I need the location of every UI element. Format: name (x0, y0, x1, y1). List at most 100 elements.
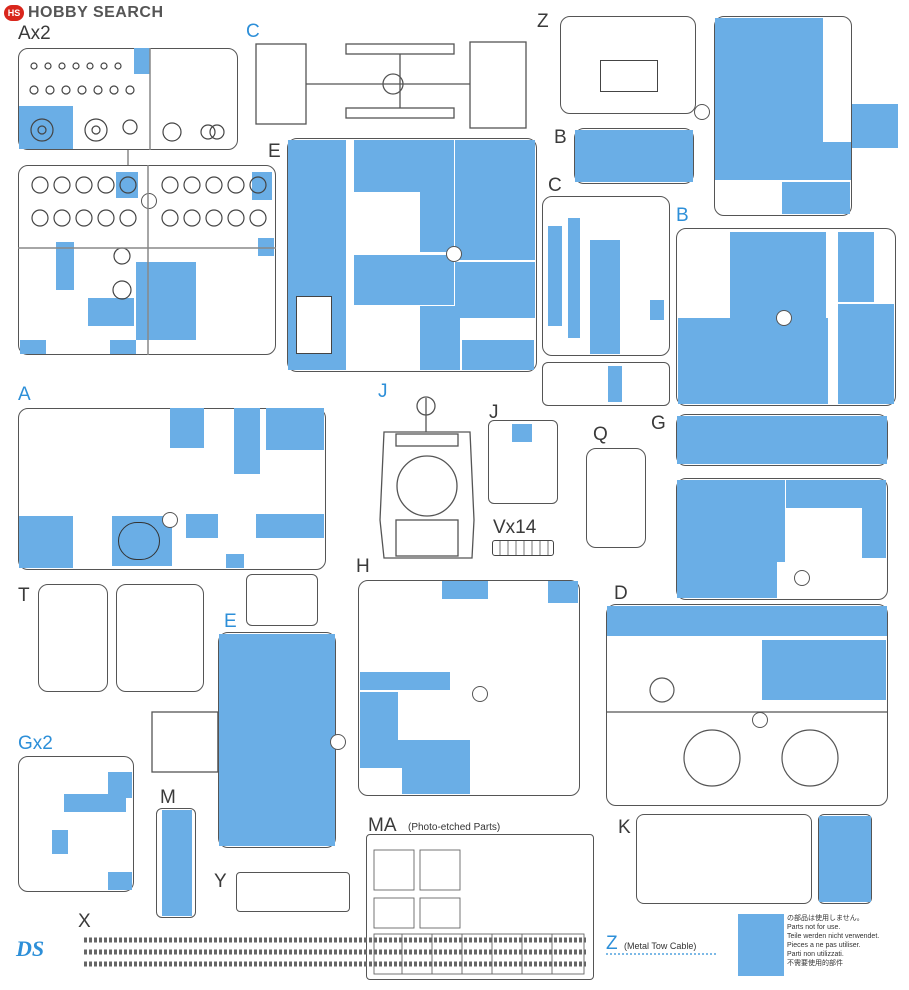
label-h: H (356, 556, 370, 577)
label-b-small: B (554, 127, 567, 148)
unused-area (52, 830, 68, 854)
unused-area (219, 634, 335, 846)
part-outline (296, 296, 332, 354)
label-z-top: Z (537, 11, 549, 32)
unused-area (420, 192, 454, 252)
legend-line: Parts not for use. (787, 924, 841, 931)
unused-area (354, 140, 454, 192)
sprue-gate (472, 686, 488, 702)
label-d: D (614, 583, 628, 604)
sprue-y (236, 872, 350, 912)
unused-area (455, 262, 535, 318)
label-c-top: C (246, 21, 260, 42)
sprue-gate (794, 570, 810, 586)
unused-area (360, 672, 450, 690)
label-g: G (651, 413, 666, 434)
sprue-k (636, 814, 812, 904)
label-z-cable: Z (606, 933, 618, 954)
unused-area (677, 480, 785, 562)
unused-area (402, 768, 470, 794)
label-q: Q (593, 424, 608, 445)
unused-area (548, 226, 562, 326)
sprue-gate (330, 734, 346, 750)
sprue-q (586, 448, 646, 548)
unused-area (455, 140, 535, 260)
unused-area (650, 300, 664, 320)
sprue-gate (446, 246, 462, 262)
unused-area (234, 408, 260, 474)
unused-area (56, 242, 74, 290)
unused-area (762, 640, 886, 700)
label-x: X (78, 911, 91, 932)
unused-area (360, 692, 398, 740)
unused-area (462, 340, 534, 370)
unused-area (108, 872, 132, 890)
unused-area (838, 304, 894, 404)
unused-area (575, 130, 693, 182)
part-outline (492, 540, 554, 556)
unused-area (568, 218, 580, 338)
legend-line: Teile werden nicht verwendet. (787, 933, 880, 940)
unused-area (512, 424, 532, 442)
label-ma-sub: (Photo-etched Parts) (408, 822, 501, 833)
unused-area (266, 408, 324, 450)
unused-area (607, 606, 887, 636)
unused-area (20, 340, 46, 354)
sprue-gate (776, 310, 792, 326)
legend-line: Parti non utilizzati. (787, 951, 844, 958)
unused-area (354, 255, 454, 305)
label-j-big: J (378, 381, 388, 402)
unused-area (608, 366, 622, 402)
sprue-gate (694, 104, 710, 120)
sprue-t-right (116, 584, 204, 692)
label-c-mid: C (548, 175, 562, 196)
unused-area (442, 581, 488, 599)
label-ax2: Ax2 (18, 23, 51, 44)
hs-badge-icon: HS (4, 5, 24, 21)
label-e-top: E (268, 141, 281, 162)
unused-area (258, 238, 274, 256)
unused-area (64, 794, 126, 812)
unused-area (136, 262, 196, 340)
unused-area (226, 554, 244, 568)
sprue-gate (162, 512, 178, 528)
sprue-d (606, 604, 888, 806)
unused-area (110, 340, 136, 354)
label-m: M (160, 787, 176, 808)
unused-area (590, 240, 620, 354)
sprue-a-tab (246, 574, 318, 626)
label-j-small: J (489, 402, 499, 423)
unused-area (786, 480, 886, 508)
sprue-c-mid-lower (542, 362, 670, 406)
label-b-big: B (676, 205, 689, 226)
sprue-z (560, 16, 696, 114)
unused-area (715, 142, 851, 180)
unused-area (819, 816, 871, 902)
label-y: Y (214, 871, 227, 892)
legend-line: の部品は使用しません。 (787, 915, 864, 922)
part-outline (118, 522, 160, 560)
ds-logo: DS (16, 936, 45, 961)
part-outline (600, 60, 658, 92)
legend-text: の部品は使用しません。 Parts not for use. Teile wer… (787, 914, 879, 968)
label-t: T (18, 585, 30, 606)
label-e-mid: E (224, 611, 237, 632)
unused-area (19, 106, 73, 149)
unused-area (108, 772, 132, 798)
unused-area (838, 232, 874, 302)
sprue-t-left (38, 584, 108, 692)
legend-swatch (738, 914, 784, 976)
label-vx14: Vx14 (493, 517, 537, 538)
brand-text: HOBBY SEARCH (28, 4, 164, 21)
unused-area (170, 408, 204, 448)
unused-area (862, 508, 886, 558)
unused-area (19, 516, 73, 568)
unused-area (88, 298, 134, 326)
